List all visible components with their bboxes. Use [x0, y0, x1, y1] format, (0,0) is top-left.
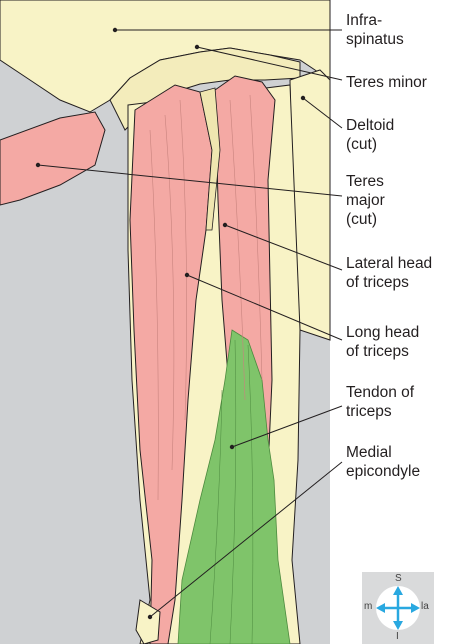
compass-label-inferior: I — [396, 631, 399, 642]
label-medial-epicondyle: Medial epicondyle — [346, 443, 420, 481]
label-tendon: Tendon of triceps — [346, 383, 414, 421]
label-teres-major: Teres major (cut) — [346, 172, 385, 229]
label-lateral-head: Lateral head of triceps — [346, 254, 432, 292]
label-infraspinatus: Infra- spinatus — [346, 11, 404, 49]
compass-label-superior: S — [395, 573, 402, 584]
label-long-head: Long head of triceps — [346, 323, 419, 361]
label-teres-minor: Teres minor — [346, 73, 427, 92]
compass-label-lateral: la — [421, 601, 429, 612]
compass-label-medial: m — [364, 601, 372, 612]
label-deltoid: Deltoid (cut) — [346, 116, 394, 154]
